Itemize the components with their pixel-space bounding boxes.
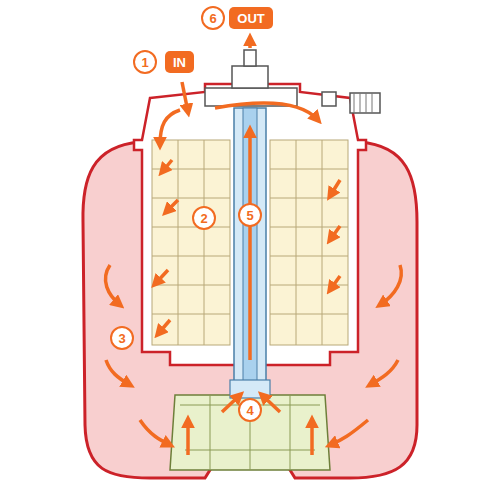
badge-text: IN	[173, 56, 186, 69]
callout-text: 2	[200, 212, 207, 225]
callout-number: 6	[201, 6, 225, 30]
flow-badge: OUT	[229, 7, 273, 29]
callout-text: 4	[246, 404, 253, 417]
callout-number: 4	[238, 398, 262, 422]
callout-number: 1	[133, 50, 157, 74]
flow-badge: IN	[165, 51, 194, 73]
callout-number: 2	[192, 206, 216, 230]
callout-text: 3	[118, 332, 125, 345]
callout-number: 3	[110, 326, 134, 350]
callout-text: 1	[141, 56, 148, 69]
callout-text: 6	[209, 12, 216, 25]
badge-text: OUT	[237, 12, 264, 25]
callout-number: 5	[238, 203, 262, 227]
callout-text: 5	[246, 209, 253, 222]
